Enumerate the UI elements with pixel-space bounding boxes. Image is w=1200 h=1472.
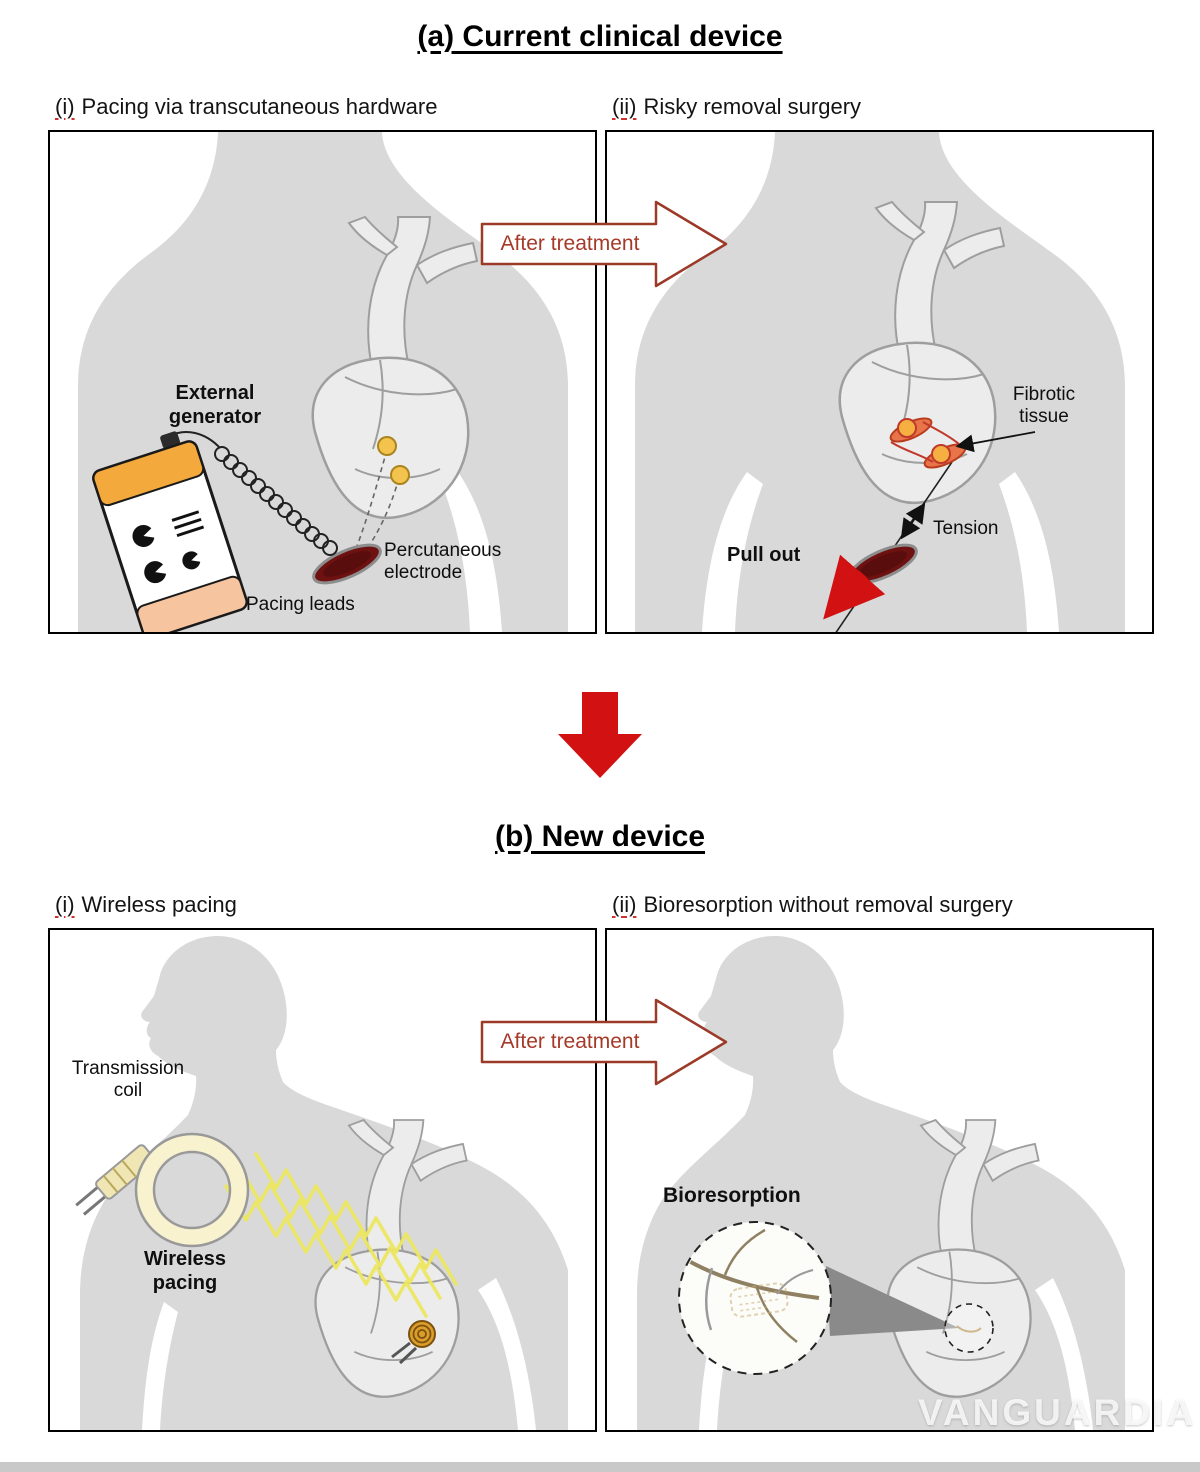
tension-label: Tension (933, 518, 999, 539)
fibrotic-tissue-graphic (889, 417, 967, 469)
panel-b-i: Transmission coil Wireless pacing (48, 928, 597, 1432)
panel-b-ii-label-text: Bioresorption without removal surgery (643, 892, 1013, 917)
arm-gap-right (999, 472, 1059, 632)
transmission-coil-graphic (75, 1132, 250, 1248)
arm-gap-left (702, 472, 763, 632)
external-generator-label: External generator (168, 382, 262, 428)
down-arrow-icon (558, 692, 642, 778)
panel-a-i-label: (i) Pacing via transcutaneous hardware (55, 94, 437, 120)
bottom-strip (0, 1462, 1200, 1472)
after-treatment-arrow-bottom-shape (480, 998, 728, 1086)
panel-a-i-numeral: (i) (55, 94, 75, 119)
panel-a-ii-label-text: Risky removal surgery (643, 94, 862, 119)
resorption-site-circle (944, 1303, 994, 1353)
section-transition-arrow (558, 692, 642, 783)
arm-gap-left (142, 1302, 178, 1430)
panel-a-i: External generator Percutaneous electrod… (48, 130, 597, 634)
zoom-circle-contents (686, 1228, 820, 1343)
panel-a-i-label-text: Pacing via transcutaneous hardware (81, 94, 438, 119)
arm-gap-right (442, 472, 502, 632)
bioresorption-label: Bioresorption (663, 1184, 801, 1207)
resorption-site-trace (956, 1325, 982, 1333)
zoom-circle (678, 1221, 832, 1375)
section-b-title: (b) New device (494, 820, 706, 853)
panel-a-ii-numeral: (ii) (612, 94, 637, 119)
panel-b-i-label-text: Wireless pacing (81, 892, 237, 917)
arm-gap-right (478, 1278, 536, 1430)
panel-a-ii-label: (ii)Risky removal surgery (612, 94, 861, 120)
percutaneous-electrode-label: Percutaneous electrode (384, 540, 502, 584)
after-treatment-arrow-top-shape (480, 200, 728, 288)
wireless-pacing-waves (224, 1152, 458, 1318)
wireless-pacing-label: Wireless pacing (143, 1248, 227, 1294)
fibrotic-tissue-label: Fibrotic tissue (1012, 384, 1076, 428)
epicardial-electrode-dot-2 (390, 465, 410, 485)
epicardial-electrode-dot-1 (377, 436, 397, 456)
panel-b-i-label: (i) Wireless pacing (55, 892, 237, 918)
external-generator-device (92, 431, 248, 632)
panel-b-ii: Bioresorption (605, 928, 1154, 1432)
section-a-title: (a) Current clinical device (417, 20, 783, 53)
panel-b-i-numeral: (i) (55, 892, 75, 917)
transmission-coil-label: Transmission coil (71, 1058, 185, 1102)
after-treatment-arrow-top: After treatment (480, 198, 730, 290)
pull-out-label: Pull out (727, 544, 801, 566)
zoom-wedge (826, 1266, 959, 1336)
after-treatment-label-top: After treatment (500, 232, 640, 255)
tension-double-arrow (900, 502, 926, 540)
heart-graphic (886, 1118, 1040, 1398)
percutaneous-electrode-graphic (312, 543, 382, 585)
arm-gap-right (1035, 1278, 1093, 1430)
panel-a-ii: Fibrotic tissue Tension Pull out (605, 130, 1154, 634)
after-treatment-label-bottom: After treatment (500, 1030, 640, 1053)
panel-a-ii-graphic (635, 132, 1125, 632)
panel-b-ii-graphic (637, 936, 1125, 1430)
pull-out-arrow (823, 554, 886, 620)
panel-b-ii-label: (ii)Bioresorption without removal surger… (612, 892, 1013, 918)
pacing-leads-label: Pacing leads (246, 594, 355, 615)
heart-graphic (311, 215, 479, 520)
panel-b-ii-numeral: (ii) (612, 892, 637, 917)
pacing-lead-coil (169, 431, 338, 556)
panel-a-i-graphic (78, 132, 568, 632)
watermark-text: VANGUARDIA (918, 1392, 1197, 1433)
heart-graphic (314, 1118, 468, 1398)
panel-b-i-graphic (75, 936, 568, 1430)
after-treatment-arrow-bottom: After treatment (480, 996, 730, 1088)
bioresorbable-pacemaker-device (391, 1320, 436, 1365)
fibrotic-tissue-pointer (955, 431, 1036, 453)
